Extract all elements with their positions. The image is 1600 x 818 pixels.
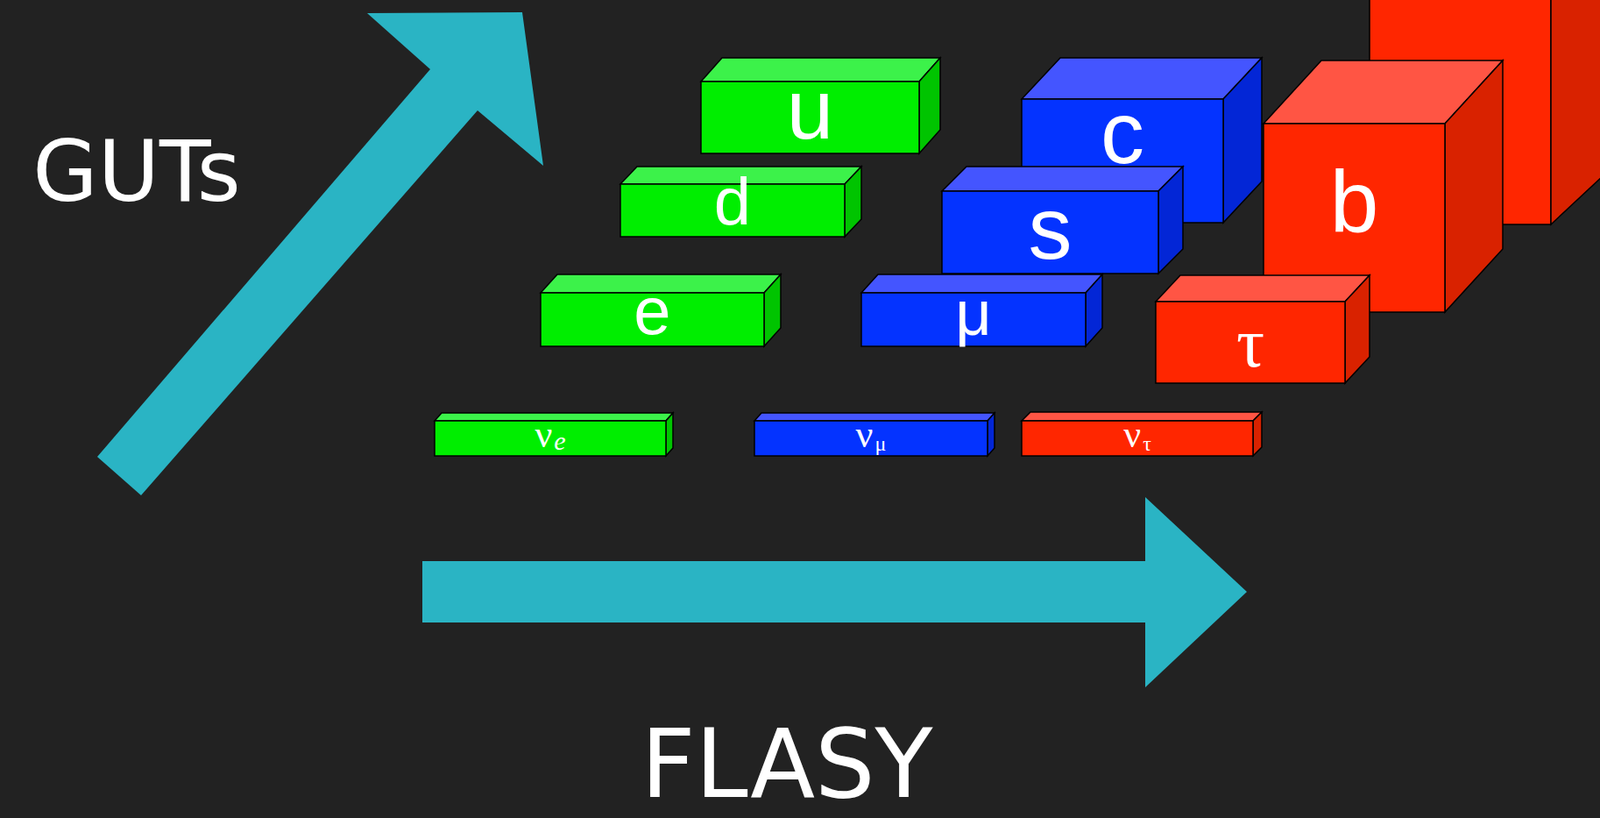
fermion-box: ντ (1021, 411, 1262, 456)
particle-subscript: τ (1142, 432, 1152, 454)
box-label: μ (955, 281, 992, 345)
particle-symbol: ν (856, 415, 874, 454)
box-label: e (633, 277, 671, 345)
box-label: νe (534, 415, 566, 454)
box-label: d (714, 168, 751, 235)
fermion-box: νμ (754, 412, 995, 456)
fermion-box: u (700, 57, 941, 154)
fermion-box: νe (434, 412, 673, 456)
fermion-box: d (620, 166, 862, 237)
box-label: τ (1236, 307, 1265, 378)
box-label: u (786, 67, 834, 152)
fermion-box: τ (1155, 275, 1370, 383)
particle-symbol: ν (534, 415, 553, 454)
particle-symbol: b (1330, 157, 1380, 246)
box-label: b (1330, 157, 1380, 246)
particle-symbol: τ (1236, 307, 1265, 378)
particle-symbol: ν (1123, 415, 1141, 454)
particle-subscript: μ (875, 432, 887, 454)
box-label: νμ (856, 415, 887, 454)
particle-symbol: c (1100, 88, 1145, 177)
particle-subscript: e (553, 427, 566, 454)
box-label: c (1100, 88, 1145, 177)
fermion-box: e (540, 274, 781, 347)
box-outline (1021, 411, 1262, 456)
fermion-box: s (941, 166, 1183, 274)
particle-symbol: d (714, 168, 751, 235)
box-outline (754, 412, 995, 456)
particle-symbol: u (786, 67, 834, 152)
axis-label: GUTs (32, 134, 241, 210)
box-label: s (1028, 184, 1073, 272)
axis-label: FLASY (640, 721, 933, 807)
flasy-arrow (422, 496, 1247, 687)
box-outline (434, 412, 673, 456)
fermion-box: b (1263, 60, 1503, 312)
box-outline (1263, 60, 1503, 312)
box-label: ντ (1123, 415, 1152, 454)
particle-symbol: e (633, 277, 671, 345)
fermion-box: μ (861, 274, 1103, 347)
particle-symbol: s (1028, 184, 1073, 272)
particle-symbol: μ (955, 281, 992, 345)
